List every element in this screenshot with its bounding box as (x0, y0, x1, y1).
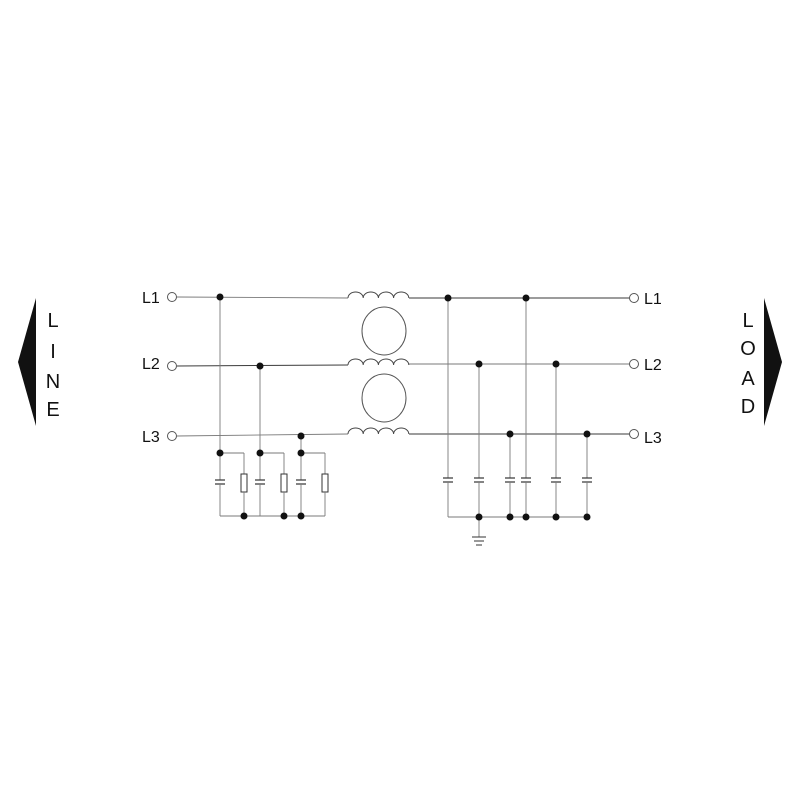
line-terminal-l2-label: L2 (142, 356, 160, 373)
line-vertical-label: L I N E (46, 310, 60, 421)
load-terminal-l2-label: L2 (644, 357, 662, 374)
load-letter-1: L (742, 310, 753, 332)
line-l2-terminal-icon (167, 361, 177, 371)
line-l1-terminal-icon (167, 292, 177, 302)
choke-coil-l3-icon (347, 427, 410, 435)
line-letter-4: E (46, 399, 59, 421)
line-terminal-l3-label: L3 (142, 429, 160, 446)
choke-core-lower-icon (361, 373, 407, 423)
load-letter-2: O (740, 338, 756, 360)
load-l2-terminal-icon (629, 359, 639, 369)
terminals (167, 292, 639, 441)
line-terminal-l1-label: L1 (142, 290, 160, 307)
junction-dots (216, 293, 591, 521)
phase-l1-line-in (176, 296, 349, 299)
line-letter-3: N (46, 371, 60, 393)
line-letter-1: L (47, 310, 58, 332)
load-terminal-l3-label: L3 (644, 430, 662, 447)
load-l3-terminal-icon (629, 429, 639, 439)
choke-coils (347, 291, 410, 435)
line-side-network (215, 297, 329, 517)
line-arrow-icon (18, 298, 36, 426)
choke-core-upper-icon (361, 306, 407, 356)
load-letter-4: D (741, 396, 755, 418)
ground-icon (472, 536, 486, 546)
line-letter-2: I (50, 341, 56, 363)
choke-coil-l1-icon (347, 291, 410, 299)
phase-l3-line-in (176, 433, 349, 437)
load-arrow-icon (764, 298, 782, 426)
choke-coil-l2-icon (347, 358, 410, 366)
load-l1-terminal-icon (629, 293, 639, 303)
line-l3-terminal-icon (167, 431, 177, 441)
load-letter-3: A (741, 368, 755, 390)
phase-lines (176, 296, 630, 437)
load-terminal-l1-label: L1 (644, 291, 662, 308)
load-side-network (443, 298, 592, 546)
load-vertical-label: L O A D (740, 310, 756, 418)
